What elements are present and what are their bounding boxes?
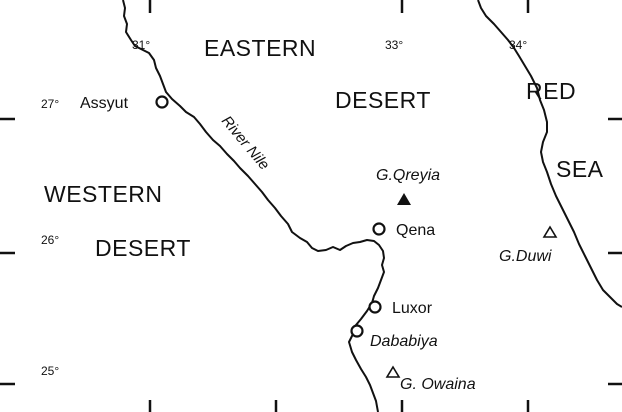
western-desert-label-line2: DESERT: [95, 235, 191, 261]
luxor-label: Luxor: [392, 300, 433, 317]
latitude-label-25: 25°: [41, 364, 59, 378]
qena-marker-icon: [372, 222, 386, 236]
longitude-label-33: 33°: [385, 38, 403, 52]
g-duwi-marker-icon: [542, 225, 558, 238]
luxor-marker-icon: [368, 300, 382, 314]
longitude-label-31: 31°: [132, 38, 150, 52]
g-qreyia-marker-icon: [397, 193, 411, 205]
latitude-label-26: 26°: [41, 233, 59, 247]
eastern-desert-label-line2: DESERT: [335, 87, 431, 113]
assyut-marker-icon: [155, 95, 169, 109]
g-duwi-label: G.Duwi: [499, 248, 552, 265]
g-owaina-marker-icon: [385, 365, 401, 378]
red-sea-label-line1: RED: [526, 78, 576, 104]
red-sea-coastline: [477, 0, 622, 308]
qena-label: Qena: [396, 222, 435, 239]
g-qreyia-label: G.Qreyia: [376, 167, 440, 184]
latitude-label-27: 27°: [41, 97, 59, 111]
river-nile-path: [122, 0, 385, 412]
assyut-label: Assyut: [80, 95, 129, 112]
g-owaina-label: G. Owaina: [400, 376, 476, 393]
dababiya-marker-icon: [350, 324, 364, 338]
dababiya-label: Dababiya: [370, 333, 438, 350]
western-desert-label-line1: WESTERN: [44, 181, 163, 207]
longitude-label-34: 34°: [509, 38, 527, 52]
red-sea-label-line2: SEA: [556, 156, 604, 182]
eastern-desert-label-line1: EASTERN: [204, 35, 316, 61]
